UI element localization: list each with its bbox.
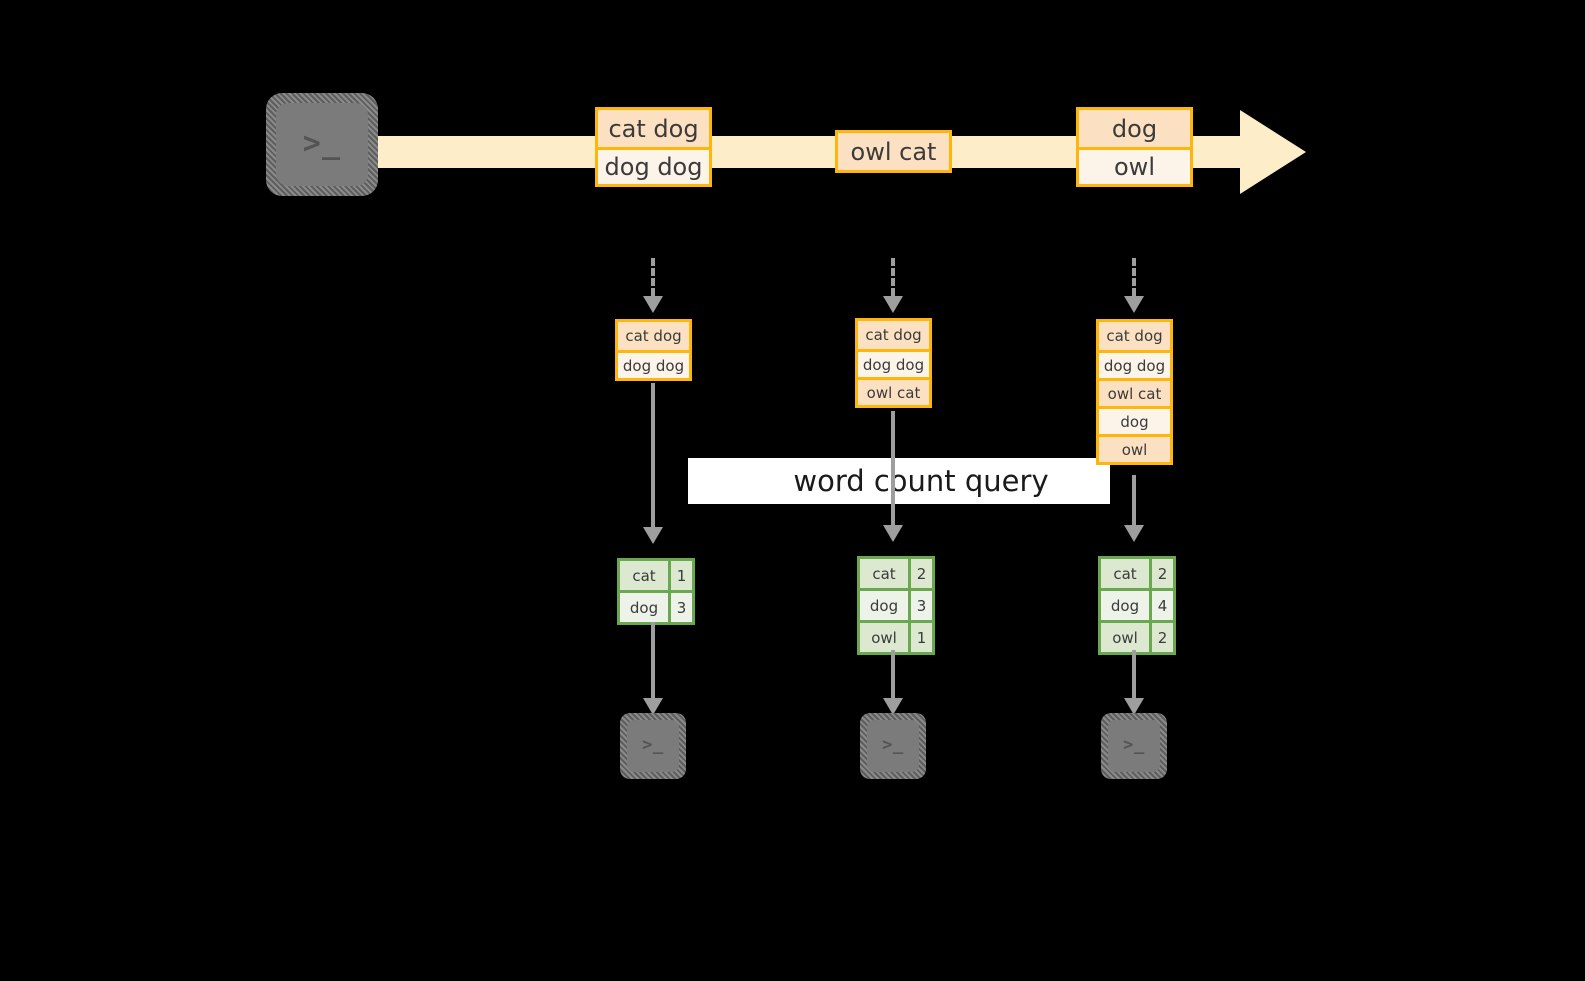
result-count: 1 <box>668 561 692 590</box>
state-line: cat dog <box>858 321 929 349</box>
table-row: dog 4 <box>1101 588 1173 620</box>
snapshot-tap-arrow-3 <box>1124 296 1144 313</box>
sink-terminal-icon-1[interactable]: >_ <box>620 713 686 779</box>
snapshot-1-state-box[interactable]: cat dog dog dog <box>615 319 692 381</box>
terminal-glyph-box: >_ <box>627 720 679 772</box>
result-count: 4 <box>1149 591 1173 620</box>
state-line: owl <box>1099 434 1170 462</box>
terminal-prompt-glyph: >_ <box>642 734 664 755</box>
result-word: cat <box>860 559 908 588</box>
sink-arrow-3 <box>1124 698 1144 715</box>
stream-event-3[interactable]: dog owl <box>1076 107 1193 187</box>
snapshot-tap-line-3 <box>1132 258 1136 296</box>
query-line-1 <box>651 383 655 527</box>
snapshot-2-state-box[interactable]: cat dog dog dog owl cat <box>855 318 932 408</box>
stream-event-line: owl <box>1079 147 1190 184</box>
terminal-prompt-glyph: >_ <box>302 125 342 161</box>
event-stream-arrowhead <box>1240 110 1306 194</box>
sink-line-3 <box>1132 650 1136 698</box>
state-line: dog dog <box>1099 350 1170 378</box>
snapshot-tap-arrow-1 <box>643 296 663 313</box>
source-terminal-icon[interactable]: >_ <box>266 93 378 196</box>
state-line: dog dog <box>858 349 929 377</box>
state-line: dog dog <box>618 350 689 378</box>
query-label-text: word count query <box>793 464 1049 498</box>
result-count: 2 <box>1149 559 1173 588</box>
query-line-1-over-label <box>651 458 655 504</box>
result-count: 3 <box>668 593 692 622</box>
state-line: cat dog <box>1099 322 1170 350</box>
query-line-3-over-label <box>1132 475 1136 504</box>
snapshot-tap-line-1 <box>651 258 655 296</box>
query-arrow-1 <box>643 527 663 544</box>
snapshot-tap-arrow-2 <box>883 296 903 313</box>
table-row: cat 2 <box>1101 559 1173 588</box>
terminal-glyph-box: >_ <box>867 720 919 772</box>
stream-event-1[interactable]: cat dog dog dog <box>595 107 712 187</box>
sink-terminal-icon-3[interactable]: >_ <box>1101 713 1167 779</box>
state-line: cat dog <box>618 322 689 350</box>
sink-line-2 <box>891 650 895 698</box>
result-count: 2 <box>908 559 932 588</box>
sink-arrow-1 <box>643 698 663 715</box>
sink-arrow-2 <box>883 698 903 715</box>
terminal-prompt-glyph: >_ <box>882 734 904 755</box>
terminal-glyph-box: >_ <box>276 103 368 186</box>
table-row: owl 2 <box>1101 620 1173 652</box>
result-word: owl <box>860 623 908 652</box>
state-line: dog <box>1099 406 1170 434</box>
snapshot-3-result-table[interactable]: cat 2 dog 4 owl 2 <box>1098 556 1176 655</box>
result-word: dog <box>1101 591 1149 620</box>
result-word: cat <box>1101 559 1149 588</box>
stream-event-line: dog dog <box>598 147 709 184</box>
sink-line-1 <box>651 622 655 698</box>
sink-terminal-icon-2[interactable]: >_ <box>860 713 926 779</box>
result-count: 3 <box>908 591 932 620</box>
result-word: owl <box>1101 623 1149 652</box>
result-word: dog <box>620 593 668 622</box>
stream-event-line: dog <box>1079 110 1190 147</box>
snapshot-2-result-table[interactable]: cat 2 dog 3 owl 1 <box>857 556 935 655</box>
query-arrow-3 <box>1124 525 1144 542</box>
table-row: dog 3 <box>860 588 932 620</box>
result-count: 2 <box>1149 623 1173 652</box>
query-label-band: word count query <box>688 458 1110 504</box>
state-line: owl cat <box>1099 378 1170 406</box>
table-row: owl 1 <box>860 620 932 652</box>
stream-event-line: cat dog <box>598 110 709 147</box>
state-line: owl cat <box>858 377 929 405</box>
query-line-2-over-label <box>891 458 895 504</box>
terminal-glyph-box: >_ <box>1108 720 1160 772</box>
query-arrow-2 <box>883 525 903 542</box>
result-word: cat <box>620 561 668 590</box>
table-row: cat 2 <box>860 559 932 588</box>
stream-event-line: owl cat <box>838 133 949 170</box>
snapshot-1-result-table[interactable]: cat 1 dog 3 <box>617 558 695 625</box>
result-word: dog <box>860 591 908 620</box>
table-row: cat 1 <box>620 561 692 590</box>
snapshot-tap-line-2 <box>891 258 895 296</box>
snapshot-3-state-box-overlay[interactable]: cat dog dog dog owl cat dog owl <box>1096 319 1173 465</box>
terminal-prompt-glyph: >_ <box>1123 734 1145 755</box>
table-row: dog 3 <box>620 590 692 622</box>
result-count: 1 <box>908 623 932 652</box>
stream-event-2[interactable]: owl cat <box>835 130 952 173</box>
